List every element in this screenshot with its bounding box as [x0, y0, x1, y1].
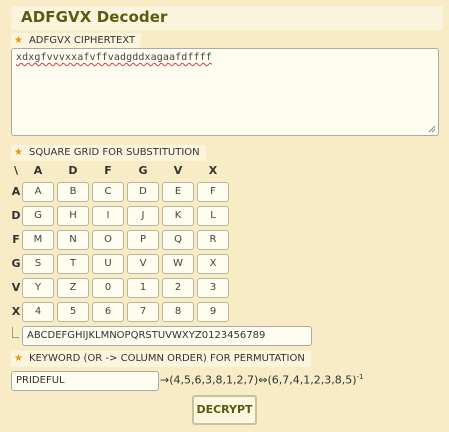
grid-cell[interactable]: S	[22, 254, 54, 274]
ciphertext-label: ★ ADFGVX CIPHERTEXT	[11, 33, 142, 49]
ciphertext-value: xdxgfvvvxxafvffvadgddxagaafdffff	[16, 52, 212, 63]
grid-cell[interactable]: Z	[57, 278, 89, 298]
grid-cell[interactable]: R	[197, 230, 229, 250]
grid-column-header: G	[138, 164, 148, 177]
grid-column-header: D	[68, 164, 78, 177]
permutation-text: →(4,5,6,3,8,1,2,7)⇔(6,7,4,1,2,3,8,5)	[160, 373, 357, 387]
grid-cell[interactable]: C	[92, 182, 124, 202]
grid-row-header: F	[12, 233, 20, 246]
grid-cell[interactable]: 0	[92, 278, 124, 298]
grid-cell[interactable]: J	[127, 206, 159, 226]
alphabet-value: ABCDEFGHIJKLMNOPQRSTUVWXYZ0123456789	[27, 330, 266, 341]
ciphertext-input[interactable]: xdxgfvvvxxafvffvadgddxagaafdffff	[11, 48, 439, 136]
grid-label: ★ SQUARE GRID FOR SUBSTITUTION	[11, 145, 206, 161]
grid-cell[interactable]: K	[162, 206, 194, 226]
grid-cell[interactable]: 8	[162, 302, 194, 322]
grid-cell[interactable]: I	[92, 206, 124, 226]
grid-cell[interactable]: M	[22, 230, 54, 250]
grid-cell[interactable]: E	[162, 182, 194, 202]
title-bar: ADFGVX Decoder	[11, 6, 443, 30]
alphabet-input[interactable]: ABCDEFGHIJKLMNOPQRSTUVWXYZ0123456789	[22, 326, 312, 346]
grid-cell[interactable]: L	[197, 206, 229, 226]
grid-cell[interactable]: 4	[22, 302, 54, 322]
grid-cell[interactable]: 5	[57, 302, 89, 322]
grid-cell[interactable]: 9	[197, 302, 229, 322]
keyword-label: ★ KEYWORD (OR -> COLUMN ORDER) FOR PERMUT…	[11, 351, 311, 367]
grid-column-header: X	[208, 164, 218, 177]
keyword-label-text: KEYWORD (OR -> COLUMN ORDER) FOR PERMUTA…	[28, 353, 305, 364]
grid-cell[interactable]: T	[57, 254, 89, 274]
grid-label-text: SQUARE GRID FOR SUBSTITUTION	[28, 147, 200, 158]
grid-cell[interactable]: A	[22, 182, 54, 202]
grid-row-header: A	[11, 185, 21, 198]
ciphertext-label-text: ADFGVX CIPHERTEXT	[28, 35, 136, 46]
grid-cell[interactable]: G	[22, 206, 54, 226]
resize-handle-icon[interactable]	[428, 125, 436, 133]
grid-cell[interactable]: 7	[127, 302, 159, 322]
grid-cell[interactable]: D	[127, 182, 159, 202]
grid-cell[interactable]: 3	[197, 278, 229, 298]
keyword-value: PRIDEFUL	[16, 375, 65, 386]
permutation-display: →(4,5,6,3,8,1,2,7)⇔(6,7,4,1,2,3,8,5)-1	[160, 373, 364, 387]
decrypt-button[interactable]: DECRYPT	[192, 395, 257, 425]
grid-cell[interactable]: B	[57, 182, 89, 202]
grid-cell[interactable]: W	[162, 254, 194, 274]
keyword-input[interactable]: PRIDEFUL	[11, 371, 159, 391]
grid-row-header: V	[11, 281, 21, 294]
grid-cell[interactable]: O	[92, 230, 124, 250]
star-icon: ★	[14, 353, 23, 364]
grid-corner-label: \	[13, 164, 19, 177]
grid-cell[interactable]: X	[197, 254, 229, 274]
grid-cell[interactable]: P	[127, 230, 159, 250]
grid-cell[interactable]: 1	[127, 278, 159, 298]
grid-cell[interactable]: 6	[92, 302, 124, 322]
grid-cell[interactable]: N	[57, 230, 89, 250]
grid-row-header: G	[11, 257, 21, 270]
grid-cell[interactable]: Y	[22, 278, 54, 298]
grid-cell[interactable]: H	[57, 206, 89, 226]
grid-column-header: A	[33, 164, 43, 177]
grid-cell[interactable]: 2	[162, 278, 194, 298]
decrypt-label: DECRYPT	[196, 403, 253, 416]
star-icon: ★	[14, 35, 23, 46]
grid-row-header: X	[11, 305, 21, 318]
grid-row-header: D	[11, 209, 21, 222]
star-icon: ★	[14, 147, 23, 158]
alphabet-corner-icon	[12, 327, 19, 338]
grid-cell[interactable]: F	[197, 182, 229, 202]
grid-cell[interactable]: Q	[162, 230, 194, 250]
app-title: ADFGVX Decoder	[21, 8, 168, 26]
grid-cell[interactable]: U	[92, 254, 124, 274]
inverse-superscript: -1	[356, 373, 364, 381]
grid-column-header: F	[104, 164, 112, 177]
grid-column-header: V	[173, 164, 183, 177]
grid-cell[interactable]: V	[127, 254, 159, 274]
